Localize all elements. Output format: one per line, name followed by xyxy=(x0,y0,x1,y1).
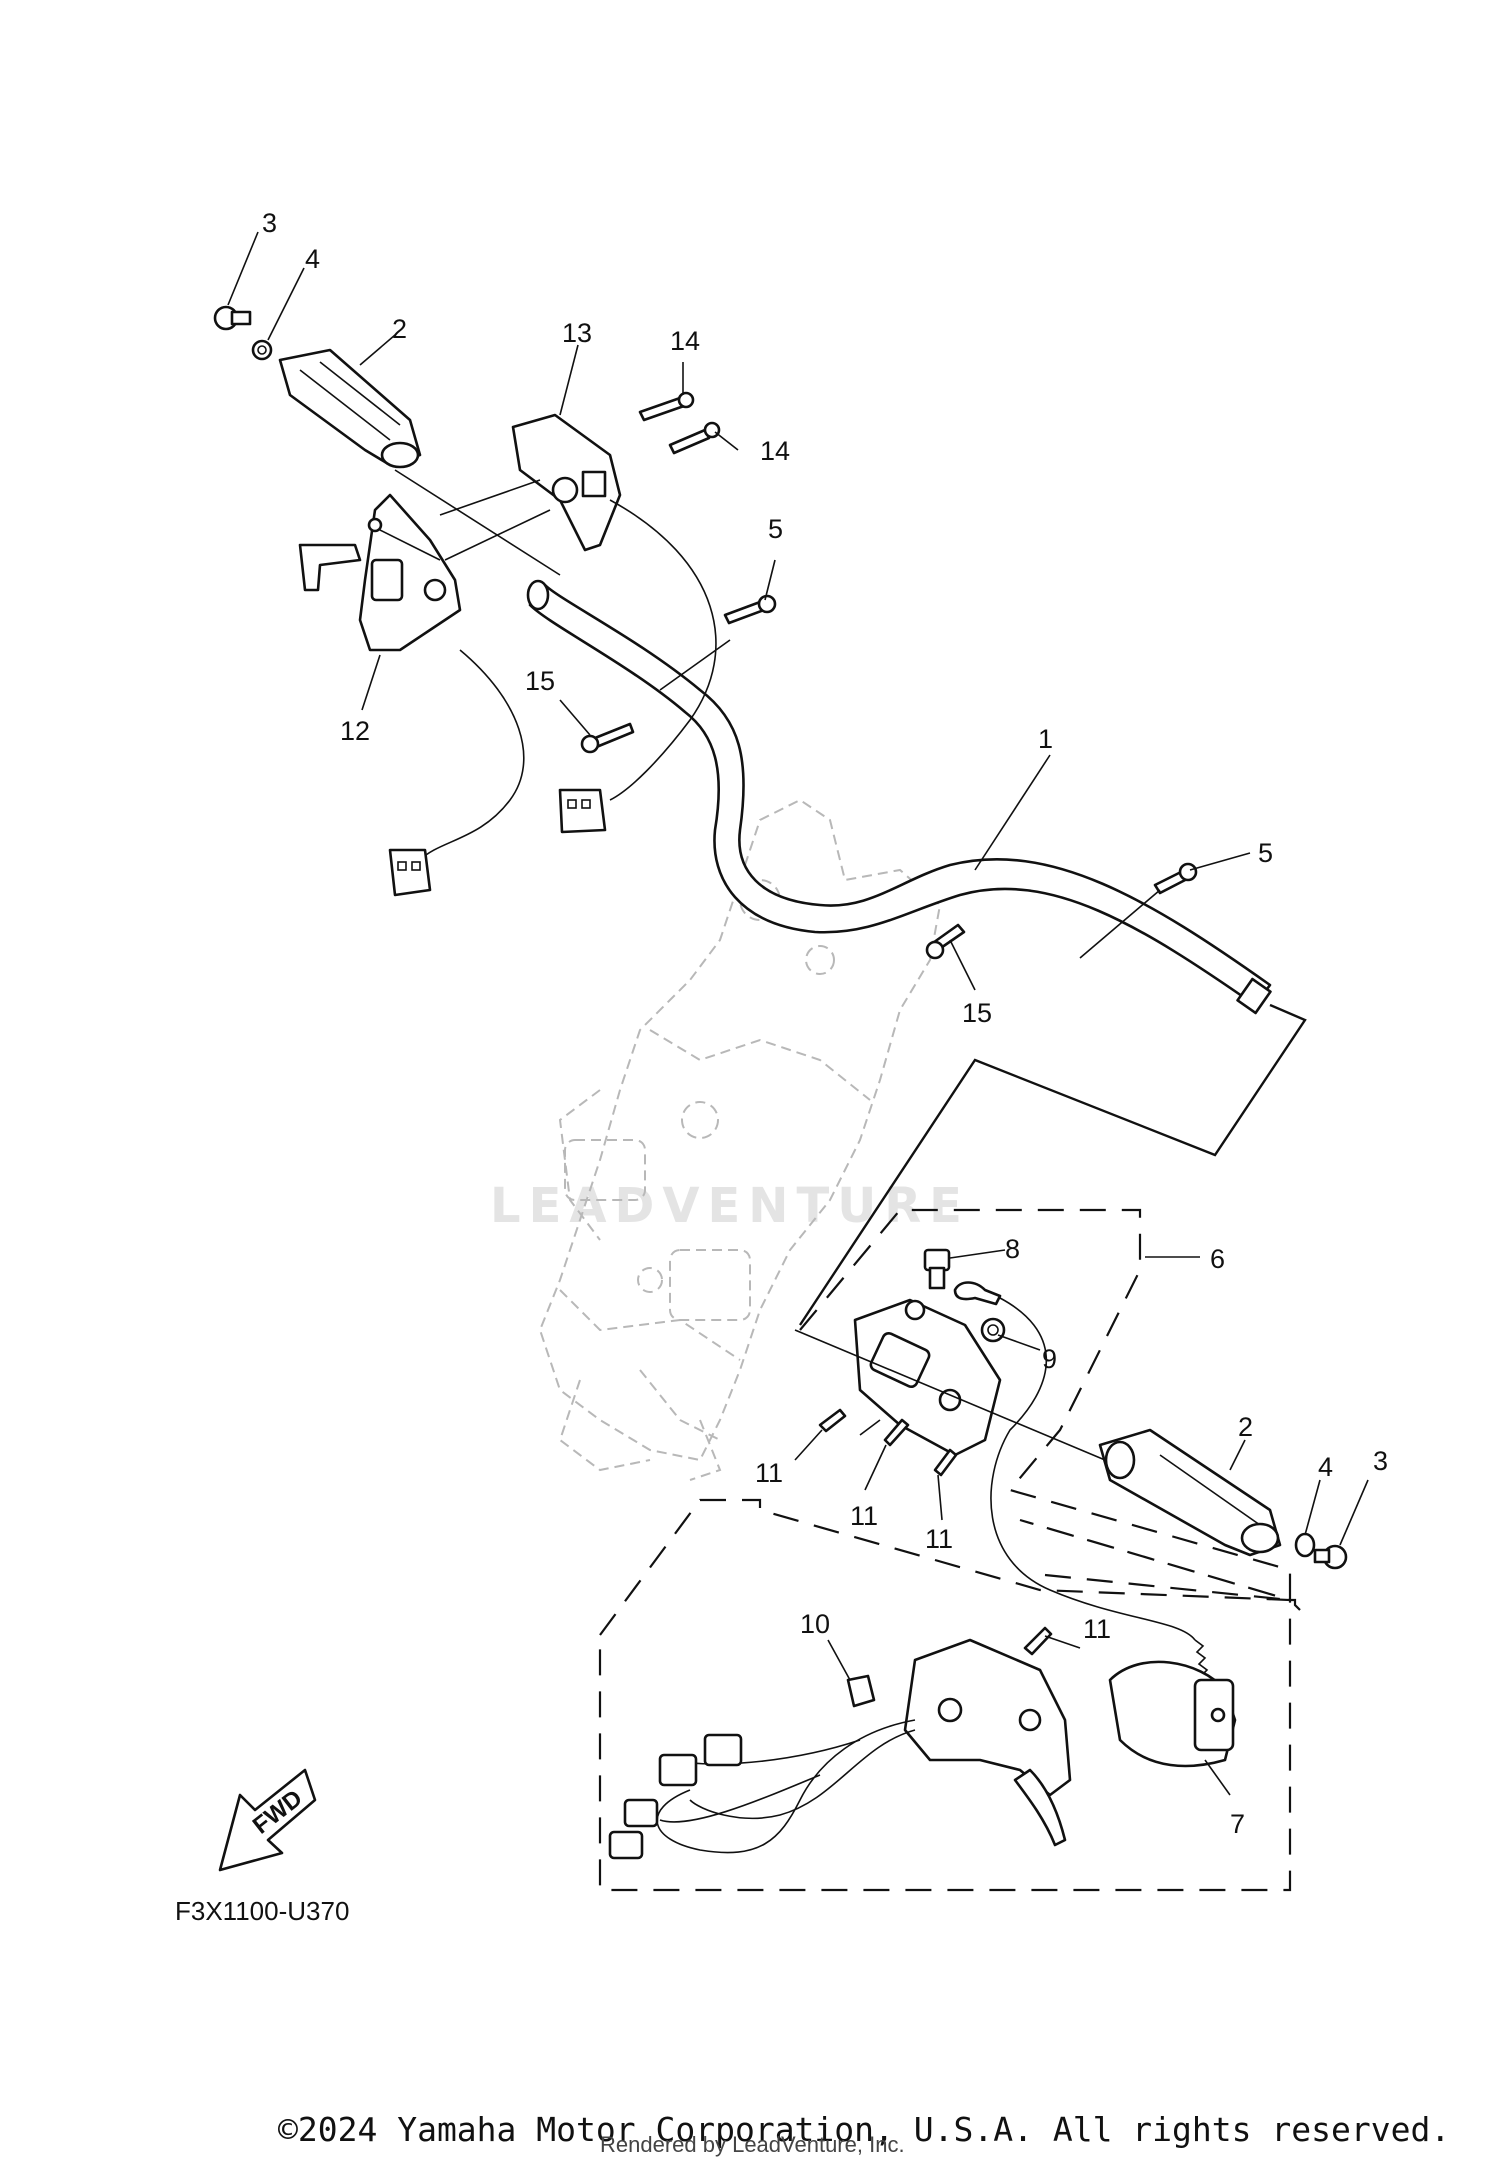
throttle-assembly xyxy=(853,1298,1002,1457)
lanyard-cable xyxy=(990,1297,1196,1641)
lanyard-clip xyxy=(953,1281,1002,1306)
assembly-group-boundary xyxy=(799,1208,1301,1611)
callout-14: 14 xyxy=(760,436,790,466)
leader-lines xyxy=(227,231,1369,1796)
callout-5: 5 xyxy=(768,514,783,544)
callout-11: 11 xyxy=(925,1524,953,1554)
callout-10: 10 xyxy=(800,1609,830,1639)
callout-11: 11 xyxy=(1083,1614,1111,1644)
left-harness-wire xyxy=(388,649,525,897)
callout-9: 9 xyxy=(1042,1344,1057,1374)
callout-1: 1 xyxy=(1038,724,1053,754)
watermark-text: LEADVENTURE xyxy=(490,1178,970,1234)
callout-7: 7 xyxy=(1230,1809,1245,1839)
handlebar xyxy=(526,579,1272,1015)
left-grip xyxy=(278,348,422,469)
left-grip-end-screw xyxy=(213,305,252,331)
callout-15: 15 xyxy=(525,666,555,696)
lower-box-boundary xyxy=(598,1498,1292,1892)
handlebar-to-assembly-link xyxy=(798,1003,1307,1326)
callout-8: 8 xyxy=(1005,1234,1020,1264)
switch-harness xyxy=(608,1719,916,1860)
nut-9 xyxy=(980,1317,1006,1343)
callout-12: 12 xyxy=(340,716,370,746)
bolt-8 xyxy=(923,1248,951,1290)
fwd-arrow-icon: FWD xyxy=(218,1768,317,1872)
screw-11-d xyxy=(1023,1626,1053,1656)
callout-11: 11 xyxy=(755,1458,783,1488)
callout-4: 4 xyxy=(305,244,320,274)
rendered-by-notice: Rendered by LeadVenture, Inc. xyxy=(600,2132,905,2157)
bolt-5-upper xyxy=(723,594,777,625)
right-switch-cover xyxy=(511,413,622,552)
callout-11: 11 xyxy=(850,1501,878,1531)
bolt-5-lower xyxy=(1153,862,1198,895)
callout-3: 3 xyxy=(1373,1446,1388,1476)
diagram-code: F3X1100-U370 xyxy=(175,1896,350,1926)
screw-11-b xyxy=(883,1418,910,1447)
bolt-15-upper xyxy=(580,722,635,754)
lanyard-key xyxy=(1108,1660,1237,1768)
left-switch-housing xyxy=(298,493,462,652)
callout-13: 13 xyxy=(562,318,592,348)
callout-6: 6 xyxy=(1210,1244,1225,1274)
right-grip-washer xyxy=(1294,1532,1316,1558)
right-grip-end-screw xyxy=(1313,1544,1348,1570)
bolt-14-b xyxy=(668,421,721,455)
callout-3: 3 xyxy=(262,208,277,238)
start-stop-switch xyxy=(903,1638,1072,1847)
left-grip-washer xyxy=(251,339,273,361)
screw-11-a xyxy=(818,1408,847,1433)
callout-4: 4 xyxy=(1318,1452,1333,1482)
callout-14: 14 xyxy=(670,326,700,356)
copyright-notice: ©2024 Yamaha Motor Corporation, U.S.A. A… xyxy=(278,2110,1451,2149)
screw-11-c xyxy=(933,1448,958,1477)
bolt-15-lower xyxy=(925,923,966,960)
right-grip xyxy=(1098,1428,1282,1557)
callout-5: 5 xyxy=(1258,838,1273,868)
bolt-14-a xyxy=(638,391,695,422)
right-harness-wire xyxy=(558,499,717,834)
callout-2: 2 xyxy=(392,314,407,344)
cap-10 xyxy=(846,1674,876,1708)
callout-15: 15 xyxy=(962,998,992,1028)
callout-2: 2 xyxy=(1238,1412,1253,1442)
